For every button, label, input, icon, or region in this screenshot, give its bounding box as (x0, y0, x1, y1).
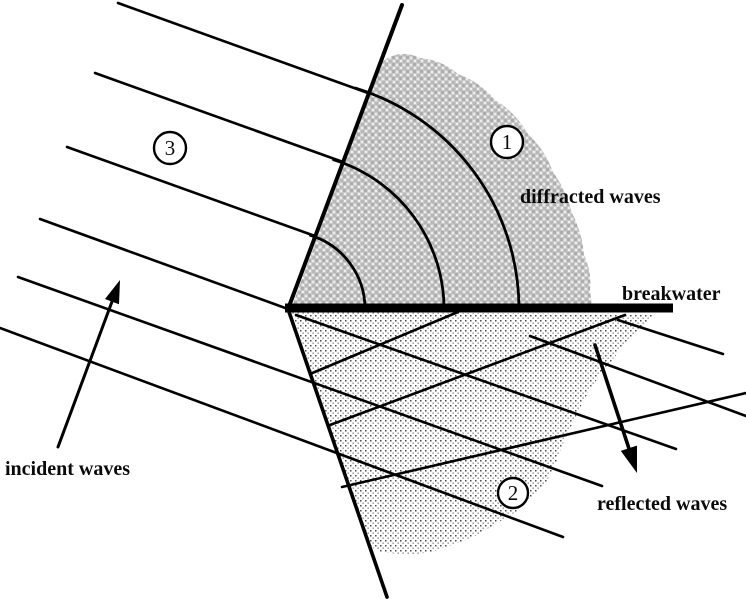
shadow-boundary-line (286, 3, 404, 311)
region-marker-circle (496, 476, 530, 510)
region-marker: 1 (489, 124, 525, 160)
region-marker: 2 (496, 476, 530, 510)
reflected-wave-line (340, 391, 746, 489)
region-marker-number: 3 (165, 136, 176, 160)
label-diffracted: diffracted waves (520, 186, 661, 208)
incident-wave-line (65, 145, 317, 238)
incident-wave-line (93, 71, 345, 164)
reflection-zone (292, 312, 656, 555)
incident-direction-arrow (56, 280, 120, 449)
direction-arrows (56, 280, 637, 473)
incident-direction-arrow-shaft (56, 300, 114, 449)
incident-direction-arrow-head (105, 280, 120, 305)
region-marker-number: 1 (502, 130, 513, 154)
region-marker-circle (489, 124, 525, 160)
region-marker-circle (152, 130, 188, 166)
diffraction-arc (332, 158, 446, 311)
reflected-direction-arrow-shaft (593, 343, 631, 451)
region-markers: 1 2 3 (152, 124, 530, 510)
region-marker-number: 2 (508, 481, 519, 505)
diffraction-arc (309, 234, 367, 311)
label-breakwater: breakwater (622, 283, 721, 305)
reflected-wave-line (308, 310, 460, 376)
incident-wave-line (294, 313, 678, 451)
region-marker: 3 (152, 130, 188, 166)
incident-wave-line (0, 326, 565, 539)
incident-wave-line (616, 318, 725, 356)
boundary-lines (286, 3, 404, 599)
reflection-boundary-line (286, 307, 389, 599)
incident-wave-line (116, 1, 370, 95)
reflected-wave-lines (308, 310, 746, 489)
diffraction-arc (354, 86, 521, 311)
reflected-direction-arrow (593, 343, 637, 473)
label-reflected: reflected waves (597, 493, 727, 515)
incident-wave-line (16, 275, 604, 488)
diffraction-zone (292, 53, 592, 306)
incident-wave-line (38, 217, 290, 311)
reflected-direction-arrow-head (620, 445, 637, 473)
diffraction-arcs (309, 86, 521, 311)
reflected-wave-line (328, 313, 627, 427)
label-incident: incident waves (5, 458, 130, 480)
